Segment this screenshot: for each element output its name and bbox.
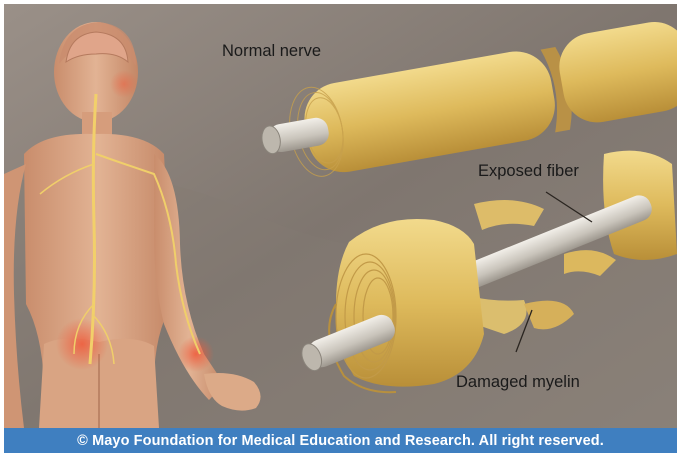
figure-frame: Normal nerve Exposed fiber Damaged myeli…: [4, 4, 677, 453]
damaged-myelin-label: Damaged myelin: [456, 373, 580, 392]
illustration: Normal nerve Exposed fiber Damaged myeli…: [4, 4, 677, 428]
illustration-art: [4, 4, 677, 428]
lower-back-inflammation: [56, 318, 108, 370]
normal-nerve-label: Normal nerve: [222, 42, 321, 61]
exposed-fiber-label: Exposed fiber: [478, 162, 579, 181]
copyright-bar: © Mayo Foundation for Medical Education …: [4, 428, 677, 453]
wrist-inflammation: [178, 336, 214, 372]
copyright-text: © Mayo Foundation for Medical Education …: [77, 433, 604, 449]
